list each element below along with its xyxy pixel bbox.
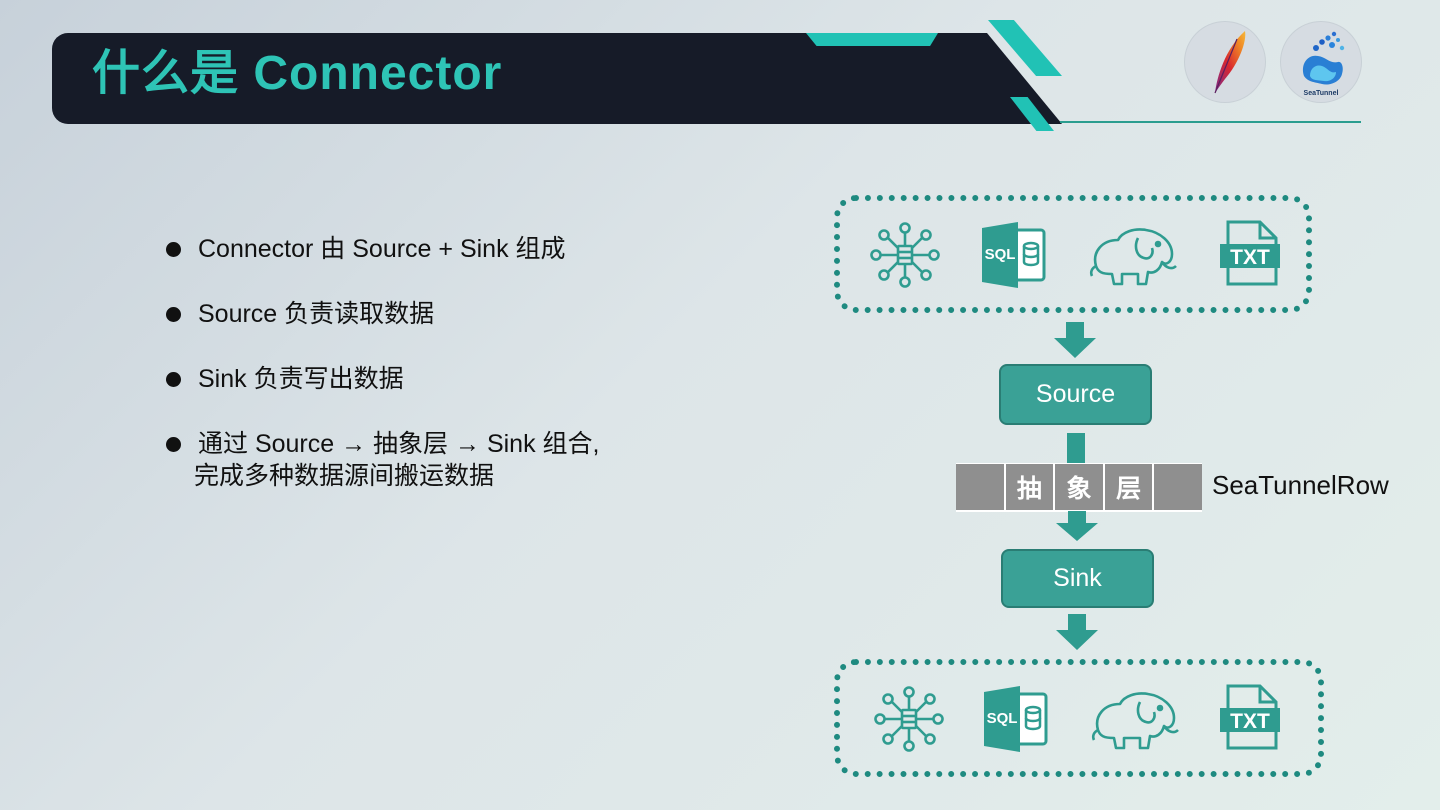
sql-database-icon: SQL [982,222,1046,288]
layer-cell [956,464,1004,510]
txt-file-icon: TXT [1220,684,1280,750]
bullet-text: Connector 由 Source + Sink 组成 [198,235,566,263]
feather-icon [1214,31,1246,94]
connector-stem [1067,433,1085,463]
sql-icon-label: SQL [987,710,1018,727]
txt-file-icon: TXT [1220,220,1280,286]
source-node: Source [999,364,1152,425]
layer-cell: 象 [1053,464,1103,510]
bullet-dot [166,437,181,452]
seatunnel-logo-text: SeaTunnel [1304,90,1339,97]
bullet-text-line1: 通过 Source → 抽象层 → Sink 组合, [198,430,600,458]
seatunnel-row-label: SeaTunnelRow [1212,470,1389,500]
sink-systems-box [834,659,1324,777]
bullet-text: Source 负责读取数据 [198,300,435,328]
sink-node: Sink [1001,549,1154,608]
txt-icon-label: TXT [1230,710,1270,733]
network-hub-icon [870,222,940,288]
title-accent-top [806,33,938,46]
hadoop-elephant-icon [1089,228,1177,286]
page-title: 什么是 Connector [92,47,503,100]
down-arrow-icon [1056,614,1098,650]
bullet-text: Sink 负责写出数据 [198,365,404,393]
sql-icon-label: SQL [985,246,1016,263]
list-item: Connector 由 Source + Sink 组成 [166,233,566,265]
title-bar [52,33,1062,124]
network-hub-icon [874,686,944,752]
down-arrow-icon [1056,511,1098,541]
seatunnel-wave-icon: SeaTunnel [1302,31,1345,97]
source-systems-box [834,195,1312,313]
layer-cell [1152,464,1202,510]
bullet-text-line2: 完成多种数据源间搬运数据 [194,462,495,490]
txt-icon-label: TXT [1230,246,1270,269]
list-item: 通过 Source → 抽象层 → Sink 组合, 完成多种数据源间搬运数据 [166,428,599,492]
bullet-dot [166,307,181,322]
list-item: Source 负责读取数据 [166,298,434,330]
abstract-layer: 抽 象 层 [956,463,1202,512]
hadoop-elephant-icon [1091,692,1179,750]
layer-cell: 层 [1102,464,1153,510]
sql-database-icon: SQL [984,686,1048,752]
title-underline [1060,121,1361,123]
bullet-text-multiline: 通过 Source → 抽象层 → Sink 组合, 完成多种数据源间搬运数据 [194,428,600,492]
apache-feather-logo [1185,22,1265,102]
bullet-dot [166,242,181,257]
list-item: Sink 负责写出数据 [166,363,404,395]
down-arrow-icon [1054,322,1096,358]
layer-cell: 抽 [1003,464,1054,510]
seatunnel-logo: SeaTunnel [1281,22,1361,102]
bullet-dot [166,372,181,387]
